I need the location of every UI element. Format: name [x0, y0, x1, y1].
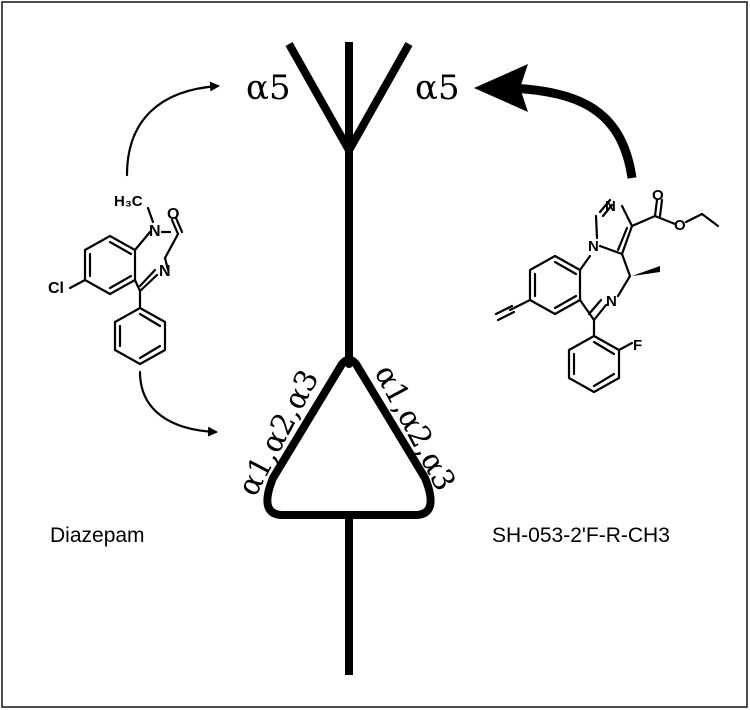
diazepam-label: Diazepam [50, 524, 145, 547]
sh053-label: SH-053-2'F-R-CH3 [492, 524, 670, 547]
receptor-triangle [263, 356, 435, 519]
sh053-arrowhead [474, 64, 528, 112]
diazepam-structure: H₃C N O N Cl [48, 193, 184, 366]
diazepam-arrow-to-alpha123 [138, 370, 218, 437]
diazepam-chlorine-label: Cl [48, 280, 64, 297]
sh053-carbonyl-oxygen: O [652, 187, 664, 204]
diazepam-arrow-to-alpha5 [125, 81, 220, 177]
sh053-ester-oxygen: O [674, 217, 686, 234]
sh053-n-imidazole-top: N [605, 198, 616, 215]
sh053-n-ring: N [606, 293, 617, 310]
sh053-fluorine: F [633, 337, 642, 354]
diazepam-n4-label: N [159, 263, 171, 280]
receptor-fork [285, 42, 413, 154]
sh053-n-imidazole-ring: N [588, 238, 599, 255]
diazepam-methyl-label: H₃C [114, 193, 143, 210]
alpha5-left-label: α5 [246, 68, 291, 108]
diazepam-n1-label: N [149, 223, 161, 240]
sh053-arrow-to-alpha5 [511, 83, 637, 179]
diazepam-oxygen-label: O [167, 206, 179, 223]
sh053-structure: N N O O N F [494, 187, 720, 394]
alpha5-right-label: α5 [415, 68, 460, 108]
